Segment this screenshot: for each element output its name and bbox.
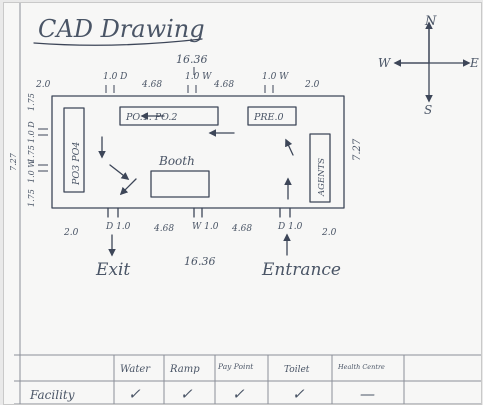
compass-s: S bbox=[424, 103, 432, 117]
table-header-ramp: Ramp bbox=[169, 364, 200, 375]
dim-left-4: 1.0 W bbox=[27, 159, 36, 183]
table-cell-ramp: ✓ bbox=[180, 385, 193, 403]
dim-bottom-3: 4.68 bbox=[153, 224, 174, 234]
room-pre0: PRE.0 bbox=[247, 106, 297, 126]
exit-label: Exit bbox=[95, 260, 130, 280]
room-po12-label: PO.1. PO.2 bbox=[125, 112, 177, 123]
dim-top-6: 1.0 W bbox=[262, 72, 289, 82]
dim-top-7: 2.0 bbox=[304, 80, 320, 90]
booth-box bbox=[150, 170, 210, 198]
dim-bottom-total: 16.36 bbox=[184, 255, 216, 268]
table-header-water: Water bbox=[120, 364, 151, 375]
dim-bottom-6: D 1.0 bbox=[277, 222, 303, 232]
dim-top-1: 2.0 bbox=[35, 80, 51, 90]
dim-left-2: 1.0 D bbox=[27, 121, 36, 143]
dim-bottom-1: 2.0 bbox=[63, 228, 79, 238]
table-cell-health-centre: — bbox=[360, 385, 375, 403]
top-dimensions: 2.0 1.0 D 4.68 1.0 W 4.68 1.0 W 2.0 bbox=[35, 72, 320, 93]
compass-w: W bbox=[378, 56, 392, 70]
table-header-pay-point: Pay Point bbox=[217, 362, 254, 371]
booth: Booth bbox=[150, 154, 210, 198]
dim-bottom-5: 4.68 bbox=[231, 224, 252, 234]
room-po34: PO3 PO4 bbox=[63, 107, 85, 193]
room-po34-box bbox=[63, 107, 85, 193]
room-pre0-label: PRE.0 bbox=[253, 112, 284, 123]
table-header-toilet: Toilet bbox=[284, 365, 310, 375]
room-pre0-box bbox=[247, 106, 297, 126]
entrance-label: Entrance bbox=[261, 260, 341, 280]
dim-left-5: 1.75 bbox=[27, 189, 36, 207]
floor-plan-outline bbox=[51, 95, 345, 209]
dim-top-2: 1.0 D bbox=[103, 72, 127, 82]
room-agents: AGENTS bbox=[309, 133, 331, 203]
table-cell-water: ✓ bbox=[128, 385, 141, 403]
dim-bottom-7: 2.0 bbox=[321, 228, 337, 238]
left-dimensions: 7.27 1.75 1.0 D 1.75 1.0 W 1.75 bbox=[9, 93, 48, 207]
dim-left-total: 7.27 bbox=[9, 152, 18, 171]
room-po12: PO.1. PO.2 bbox=[119, 106, 219, 126]
drawing-sheet: CAD Drawing N S E W 16.36 2.0 1.0 D 4.68… bbox=[3, 2, 482, 405]
booth-label: Booth bbox=[158, 154, 195, 168]
facility-table: Water Ramp Pay Point Toilet Health Centr… bbox=[14, 354, 481, 404]
table-row-facility: Facility bbox=[29, 388, 75, 402]
title-underline bbox=[33, 38, 203, 46]
compass-n: N bbox=[424, 14, 437, 29]
dim-top-5: 4.68 bbox=[213, 80, 234, 90]
dim-right-height: 7.27 bbox=[352, 138, 363, 161]
dim-top-total: 16.36 bbox=[176, 53, 208, 66]
dim-left-3: 1.75 bbox=[27, 145, 36, 163]
flow-arrows bbox=[98, 112, 294, 200]
table-cell-toilet: ✓ bbox=[292, 385, 305, 403]
compass-e: E bbox=[469, 56, 479, 70]
drawing-title: CAD Drawing bbox=[38, 15, 205, 43]
room-po34-label: PO3 PO4 bbox=[71, 142, 82, 186]
dim-bottom-2: D 1.0 bbox=[105, 222, 131, 232]
dim-top-4: 1.0 W bbox=[185, 72, 212, 82]
room-agents-box bbox=[309, 133, 331, 203]
room-po12-box bbox=[119, 106, 219, 126]
table-cell-pay-point: ✓ bbox=[232, 385, 245, 403]
dim-top-3: 4.68 bbox=[141, 80, 162, 90]
table-header-health-centre: Health Centre bbox=[337, 363, 385, 371]
room-agents-label: AGENTS bbox=[317, 158, 327, 197]
cad-drawing: CAD Drawing N S E W 16.36 2.0 1.0 D 4.68… bbox=[9, 3, 481, 404]
dim-bottom-4: W 1.0 bbox=[192, 222, 219, 232]
dim-left-1: 1.75 bbox=[27, 93, 36, 111]
bottom-dimensions: 2.0 D 1.0 4.68 W 1.0 4.68 D 1.0 2.0 bbox=[63, 222, 337, 238]
compass: N S E W bbox=[378, 14, 479, 117]
